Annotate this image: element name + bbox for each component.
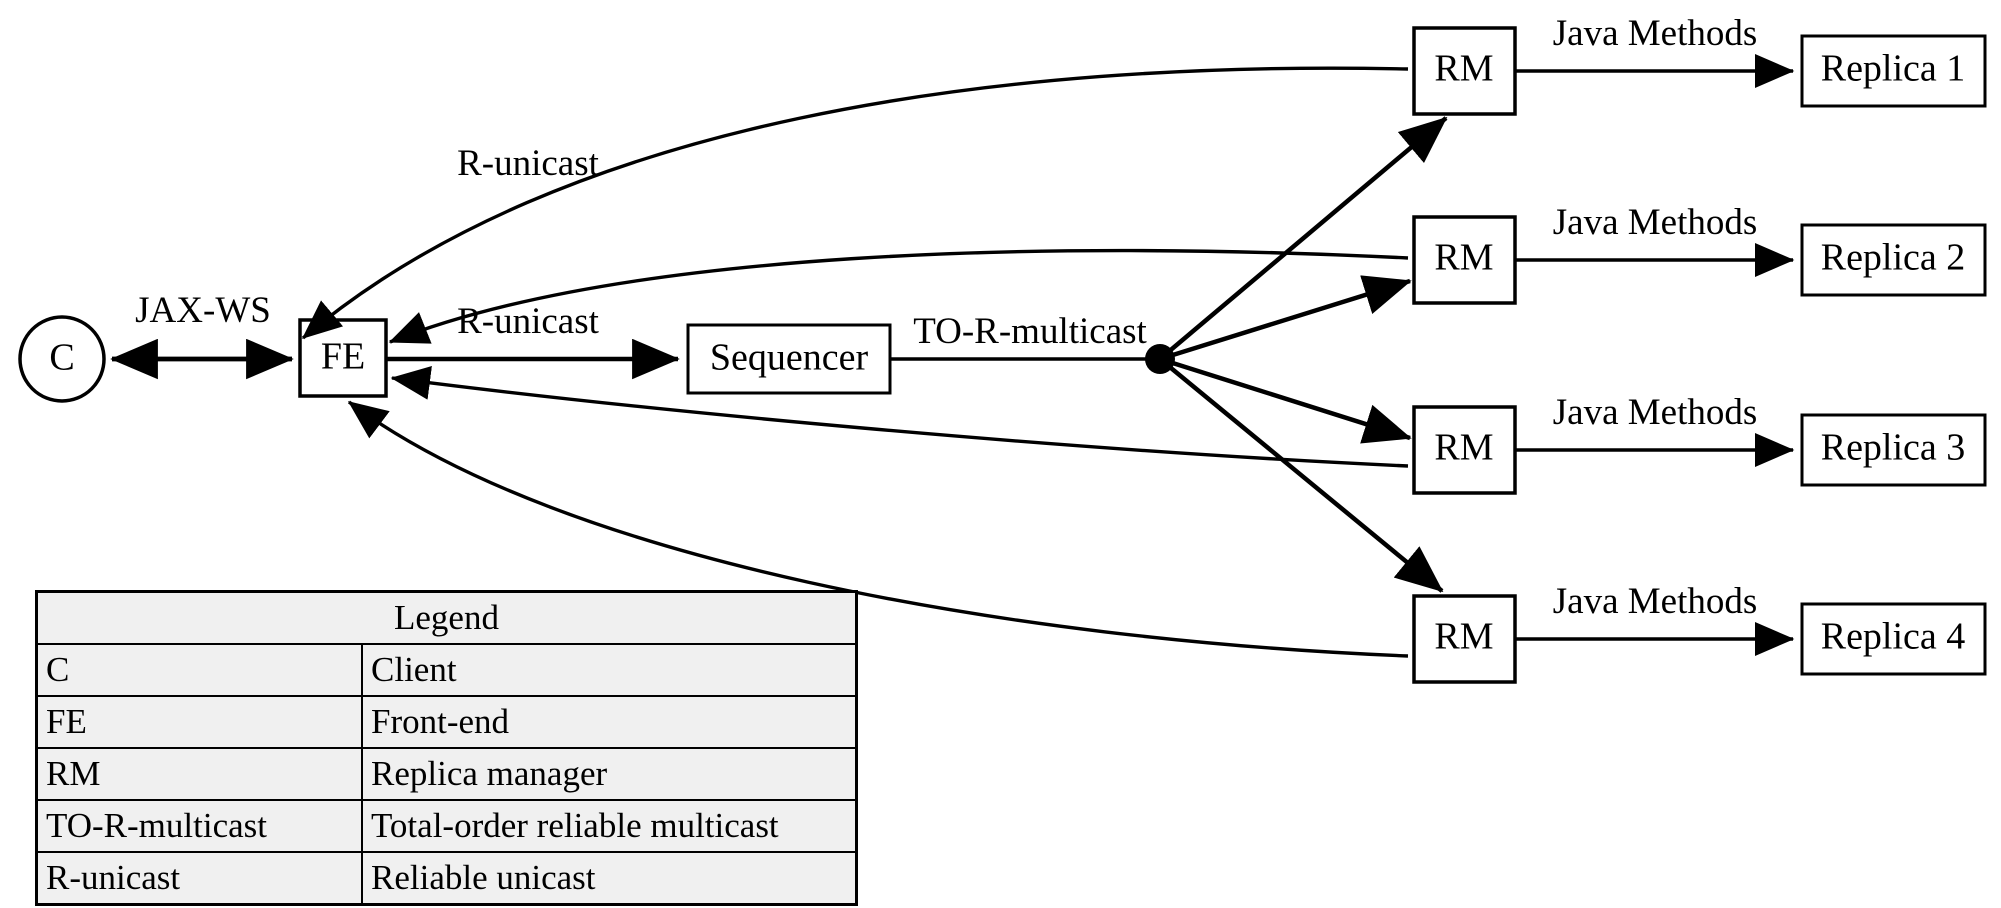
replica-manager-node-1[interactable] [1412, 26, 1517, 116]
replica-manager-node-4[interactable] [1412, 594, 1517, 684]
legend-panel: Legend C Client FE Front-end RM Replica … [35, 590, 858, 906]
replica-manager-label-1: RM [1434, 48, 1493, 90]
replica-node-label-1: Replica 1 [1821, 48, 1966, 90]
legend-term-to-r-multicast: TO-R-multicast [38, 799, 363, 853]
legend-term-frontend: FE [38, 695, 363, 749]
replica-node-1[interactable] [1800, 34, 1987, 108]
legend-term-replica-manager: RM [38, 747, 363, 801]
edge-rm-3-to-fe [390, 366, 1409, 468]
edge-junction-to-rm-4 [1158, 357, 1444, 593]
client-node-label: C [49, 337, 74, 379]
edge-label-to-r-multicast: TO-R-multicast [913, 311, 1147, 352]
edge-junction-to-rm-2 [1159, 275, 1412, 362]
replica-node-2[interactable] [1800, 223, 1987, 297]
client-node[interactable] [18, 315, 106, 403]
replica-manager-node-3[interactable] [1412, 405, 1517, 495]
replica-manager-label-4: RM [1434, 616, 1493, 658]
legend-title-row: Legend [38, 593, 855, 645]
edge-label-r-unicast-return: R-unicast [457, 143, 600, 184]
frontend-node-label: FE [321, 336, 365, 378]
replica-node-label-2: Replica 2 [1821, 237, 1966, 279]
replica-node-4[interactable] [1800, 602, 1987, 676]
edge-junction-to-rm-3 [1159, 356, 1412, 444]
legend-definition-to-r-multicast: Total-order reliable multicast [361, 799, 855, 853]
edge-label-java-methods-1: Java Methods [1553, 13, 1758, 54]
edge-rm-1-to-fe [301, 66, 1409, 340]
legend-definition-frontend: Front-end [361, 695, 855, 749]
legend-row-frontend: FE Front-end [38, 695, 855, 749]
legend-row-client: C Client [38, 643, 855, 697]
legend-definition-r-unicast: Reliable unicast [361, 851, 855, 903]
edge-rm-2-to-fe [388, 248, 1409, 344]
replica-manager-label-3: RM [1434, 427, 1493, 469]
legend-definition-replica-manager: Replica manager [361, 747, 855, 801]
sequencer-node[interactable] [686, 323, 892, 395]
legend-table: Legend C Client FE Front-end RM Replica … [38, 593, 855, 903]
legend-term-r-unicast: R-unicast [38, 851, 363, 903]
replica-manager-node-2[interactable] [1412, 215, 1517, 305]
replica-node-3[interactable] [1800, 413, 1987, 487]
edge-rm-4-to-fe [347, 400, 1409, 658]
replica-manager-label-2: RM [1434, 237, 1493, 279]
legend-title: Legend [38, 593, 855, 645]
edge-label-java-methods-2: Java Methods [1553, 202, 1758, 243]
sequencer-node-label: Sequencer [710, 337, 869, 379]
replica-node-label-3: Replica 3 [1821, 427, 1966, 469]
replica-node-label-4: Replica 4 [1821, 616, 1966, 658]
legend-definition-client: Client [361, 643, 855, 697]
legend-term-client: C [38, 643, 363, 697]
legend-row-to-r-multicast: TO-R-multicast Total-order reliable mult… [38, 799, 855, 853]
legend-row-r-unicast: R-unicast Reliable unicast [38, 851, 855, 903]
edge-label-java-methods-4: Java Methods [1553, 581, 1758, 622]
edge-label-java-methods-3: Java Methods [1553, 392, 1758, 433]
edge-label-jax-ws: JAX-WS [135, 290, 271, 331]
legend-row-replica-manager: RM Replica manager [38, 747, 855, 801]
edge-junction-to-rm-1 [1158, 116, 1448, 361]
edge-label-r-unicast-fe-sequencer: R-unicast [457, 301, 600, 342]
